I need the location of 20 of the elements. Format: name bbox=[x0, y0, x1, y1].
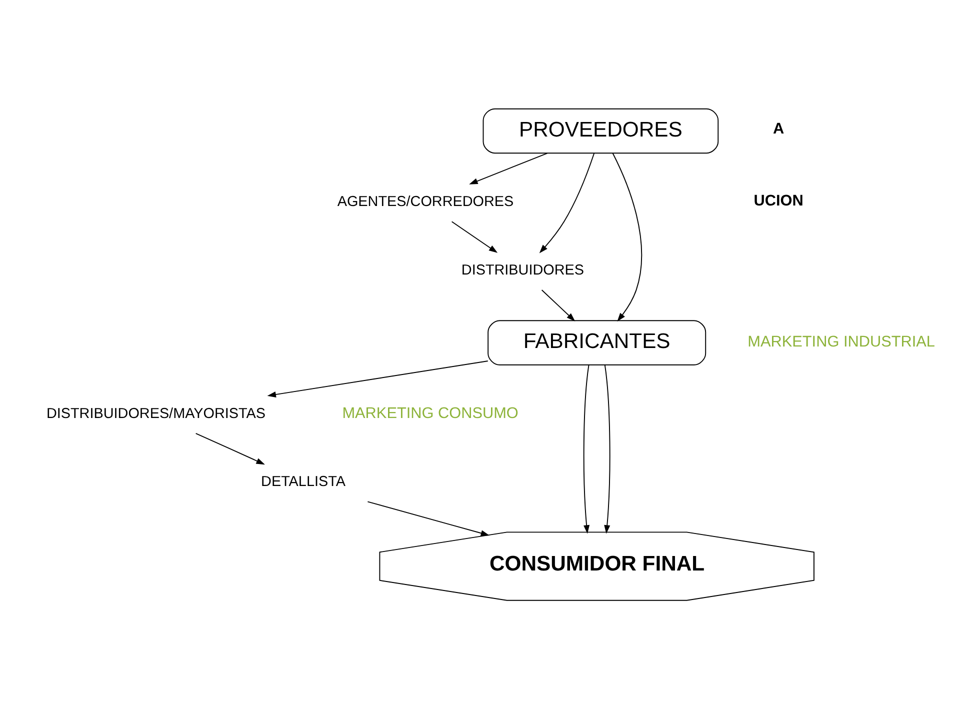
node-text: DISTRIBUIDORES/MAYORISTAS bbox=[46, 406, 266, 422]
label: MARKETING CONSUMO bbox=[342, 405, 518, 422]
node-box: PROVEEDORES bbox=[482, 108, 719, 154]
arrow bbox=[195, 432, 265, 465]
node-box: FABRICANTES bbox=[488, 320, 706, 366]
node-text: AGENTES/CORREDORES bbox=[337, 194, 514, 210]
arrow bbox=[469, 152, 548, 184]
node-text: DISTRIBUIDORES bbox=[461, 262, 584, 278]
label: UCION bbox=[754, 192, 804, 210]
node-text: DETALLISTA bbox=[261, 474, 346, 490]
label: MARKETING INDUSTRIAL bbox=[748, 333, 935, 350]
arrow bbox=[539, 153, 595, 254]
arrow bbox=[451, 221, 498, 253]
arrow bbox=[604, 364, 610, 534]
arrow bbox=[612, 152, 642, 322]
arrow bbox=[583, 364, 590, 534]
label: A bbox=[772, 120, 784, 138]
arrow bbox=[267, 360, 488, 398]
arrow bbox=[541, 290, 576, 322]
arrow bbox=[367, 501, 490, 536]
